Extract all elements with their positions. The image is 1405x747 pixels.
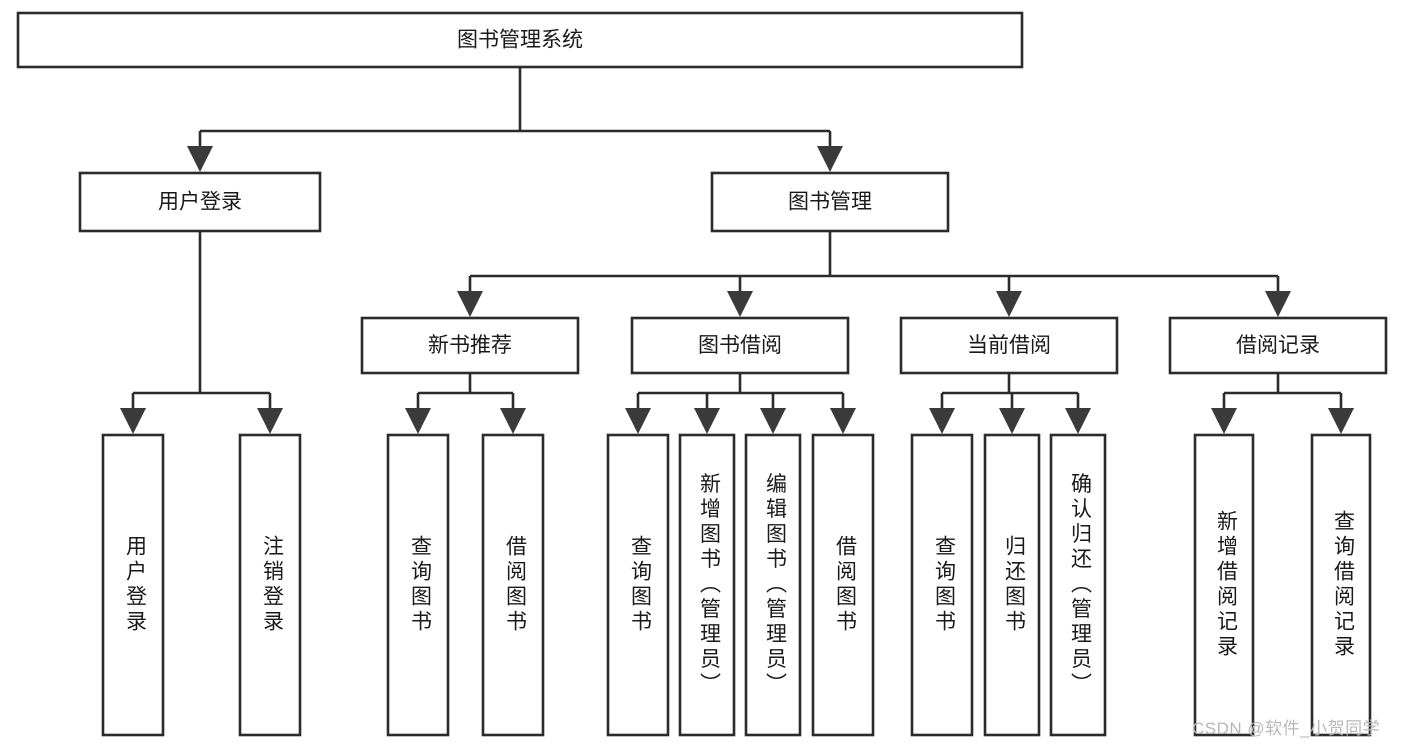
- node-label: 新增借阅记录: [1214, 510, 1238, 660]
- arrow-head-icon: [625, 408, 651, 434]
- node-box: [710, 171, 950, 233]
- node-box: [899, 316, 1119, 375]
- arrow-head-icon: [257, 408, 283, 434]
- node-box: [983, 433, 1041, 737]
- edges-layer: [120, 67, 1354, 434]
- arrow-head-icon: [1265, 291, 1291, 317]
- arrow-head-icon: [1328, 408, 1354, 434]
- node-label: 新书推荐: [428, 334, 512, 357]
- node-label: 查询图书: [628, 535, 652, 635]
- node-borrow-record[interactable]: 借阅记录: [1168, 316, 1388, 375]
- node-leaf-borrow-book-2[interactable]: 借阅图书: [811, 433, 875, 737]
- node-box: [1168, 316, 1388, 375]
- node-root[interactable]: 图书管理系统: [16, 11, 1024, 69]
- arrow-head-icon: [405, 408, 431, 434]
- arrow-head-icon: [457, 291, 483, 317]
- node-label: 编辑图书（管理员）: [763, 473, 787, 698]
- node-new-book-rec[interactable]: 新书推荐: [360, 316, 580, 375]
- node-box: [630, 316, 850, 375]
- node-box: [744, 433, 802, 737]
- node-box: [360, 316, 580, 375]
- arrow-head-icon: [929, 408, 955, 434]
- arrow-head-icon: [694, 408, 720, 434]
- node-box: [910, 433, 974, 737]
- node-box: [1049, 433, 1107, 737]
- node-label: 查询图书: [408, 535, 432, 635]
- node-box: [1310, 433, 1372, 737]
- node-leaf-query-book-3[interactable]: 查询图书: [910, 433, 974, 737]
- node-label: 归还图书: [1002, 535, 1026, 635]
- node-box: [481, 433, 545, 737]
- node-label: 注销登录: [260, 535, 284, 635]
- arrow-head-icon: [500, 408, 526, 434]
- node-label: 查询借阅记录: [1331, 510, 1355, 660]
- arrow-head-icon: [187, 146, 213, 172]
- nodes-layer: 图书管理系统用户登录图书管理新书推荐图书借阅当前借阅借阅记录用户登录注销登录查询…: [16, 11, 1388, 737]
- node-leaf-borrow-book-1[interactable]: 借阅图书: [481, 433, 545, 737]
- node-label: 新增图书（管理员）: [697, 473, 721, 698]
- node-leaf-add-record[interactable]: 新增借阅记录: [1193, 433, 1255, 737]
- node-label: 借阅图书: [833, 535, 857, 635]
- arrow-head-icon: [760, 408, 786, 434]
- node-label: 用户登录: [123, 535, 147, 635]
- node-leaf-query-book-2[interactable]: 查询图书: [606, 433, 670, 737]
- node-leaf-confirm-return[interactable]: 确认归还（管理员）: [1049, 433, 1107, 737]
- arrow-head-icon: [1065, 408, 1091, 434]
- node-box: [678, 433, 736, 737]
- node-box: [101, 433, 165, 737]
- node-book-borrow[interactable]: 图书借阅: [630, 316, 850, 375]
- node-box: [238, 433, 302, 737]
- arrow-head-icon: [996, 291, 1022, 317]
- node-label: 借阅图书: [503, 535, 527, 635]
- node-label: 当前借阅: [967, 334, 1051, 357]
- node-label: 图书管理系统: [457, 29, 583, 52]
- node-box: [78, 171, 322, 233]
- node-box: [606, 433, 670, 737]
- node-leaf-edit-book[interactable]: 编辑图书（管理员）: [744, 433, 802, 737]
- node-leaf-return-book[interactable]: 归还图书: [983, 433, 1041, 737]
- arrow-head-icon: [817, 146, 843, 172]
- node-box: [386, 433, 450, 737]
- node-label: 用户登录: [158, 191, 242, 214]
- arrow-head-icon: [999, 408, 1025, 434]
- node-current-borrow[interactable]: 当前借阅: [899, 316, 1119, 375]
- node-label: 确认归还（管理员）: [1068, 473, 1092, 698]
- node-user-login[interactable]: 用户登录: [78, 171, 322, 233]
- arrow-head-icon: [120, 408, 146, 434]
- node-label: 图书借阅: [698, 334, 782, 357]
- node-label: 借阅记录: [1236, 334, 1320, 357]
- node-box: [16, 11, 1024, 69]
- node-leaf-query-record[interactable]: 查询借阅记录: [1310, 433, 1372, 737]
- node-label: 图书管理: [788, 191, 872, 214]
- arrow-head-icon: [830, 408, 856, 434]
- node-box: [1193, 433, 1255, 737]
- node-book-manage[interactable]: 图书管理: [710, 171, 950, 233]
- arrow-head-icon: [727, 291, 753, 317]
- arrow-head-icon: [1211, 408, 1237, 434]
- node-leaf-user-login[interactable]: 用户登录: [101, 433, 165, 737]
- node-leaf-query-book-1[interactable]: 查询图书: [386, 433, 450, 737]
- node-label: 查询图书: [932, 535, 956, 635]
- node-box: [811, 433, 875, 737]
- node-leaf-add-book[interactable]: 新增图书（管理员）: [678, 433, 736, 737]
- node-leaf-logout[interactable]: 注销登录: [238, 433, 302, 737]
